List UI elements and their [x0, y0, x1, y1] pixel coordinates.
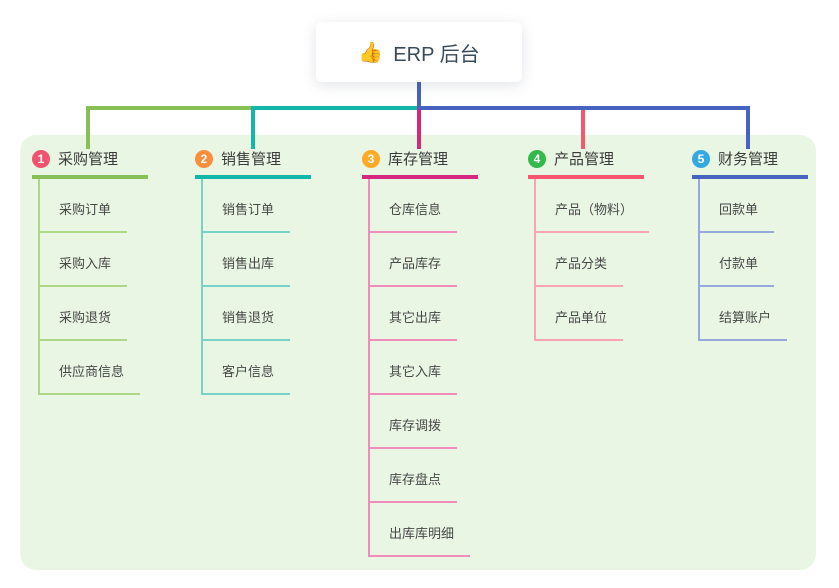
branch-label: 库存管理 [388, 151, 449, 168]
child-node[interactable]: 供应商信息 [40, 341, 141, 395]
child-node[interactable]: 客户信息 [203, 341, 291, 395]
child-node-label: 回款单 [719, 202, 759, 217]
child-node[interactable]: 仓库信息 [370, 179, 458, 233]
branch-node[interactable]: 5 财务管理 [692, 148, 808, 179]
branch-label: 财务管理 [718, 151, 779, 168]
child-node-label: 其它入库 [389, 364, 442, 379]
child-node[interactable]: 库存盘点 [370, 449, 458, 503]
branch-children: 销售订单 销售出库 销售退货 客户信息 [201, 179, 291, 395]
branch: 5 财务管理 回款单 付款单 结算账户 [692, 148, 808, 341]
child-node[interactable]: 付款单 [700, 233, 775, 287]
branch: 4 产品管理 产品（物料） 产品分类 产品单位 [528, 148, 650, 341]
child-node-label: 采购入库 [59, 256, 112, 271]
child-node-label: 产品库存 [389, 256, 442, 271]
root-node-label: ERP 后台 [393, 43, 480, 66]
child-node[interactable]: 采购退货 [40, 287, 128, 341]
branch-children: 产品（物料） 产品分类 产品单位 [534, 179, 650, 341]
child-node[interactable]: 产品库存 [370, 233, 458, 287]
branch-node[interactable]: 2 销售管理 [195, 148, 311, 179]
branch-node[interactable]: 3 库存管理 [362, 148, 478, 179]
child-node[interactable]: 产品（物料） [536, 179, 650, 233]
branch: 1 采购管理 采购订单 采购入库 采购退货 供应商信息 [32, 148, 148, 395]
child-node-label: 产品分类 [555, 256, 608, 271]
child-node-label: 销售订单 [222, 202, 275, 217]
branch-children: 采购订单 采购入库 采购退货 供应商信息 [38, 179, 141, 395]
child-node-label: 仓库信息 [389, 202, 442, 217]
child-node-label: 采购订单 [59, 202, 112, 217]
branch-label: 产品管理 [554, 151, 615, 168]
branch-node[interactable]: 1 采购管理 [32, 148, 148, 179]
branch-number-badge: 1 [32, 149, 50, 168]
branch-node[interactable]: 4 产品管理 [528, 148, 644, 179]
child-node[interactable]: 销售出库 [203, 233, 291, 287]
child-node[interactable]: 采购订单 [40, 179, 128, 233]
branch-number-badge: 5 [692, 149, 710, 168]
branch-number-badge: 3 [362, 149, 380, 168]
branch: 2 销售管理 销售订单 销售出库 销售退货 客户信息 [195, 148, 311, 395]
thumbs-up-icon: 👍 [358, 41, 384, 64]
child-node-label: 库存盘点 [389, 472, 442, 487]
branch-number-badge: 2 [195, 149, 213, 168]
root-node[interactable]: 👍 ERP 后台 [316, 22, 522, 82]
child-node-label: 产品单位 [555, 310, 608, 325]
mindmap-background-panel [20, 135, 816, 570]
child-node-label: 结算账户 [719, 310, 772, 325]
child-node-label: 库存调拨 [389, 418, 442, 433]
child-node[interactable]: 采购入库 [40, 233, 128, 287]
child-node[interactable]: 产品单位 [536, 287, 624, 341]
branch-children: 回款单 付款单 结算账户 [698, 179, 788, 341]
child-node-label: 客户信息 [222, 364, 275, 379]
child-node-label: 产品（物料） [555, 202, 634, 217]
branch-children: 仓库信息 产品库存 其它出库 其它入库 库存调拨 库存盘点 出库库明细 [368, 179, 471, 557]
child-node[interactable]: 库存调拨 [370, 395, 458, 449]
child-node-label: 销售出库 [222, 256, 275, 271]
child-node[interactable]: 销售订单 [203, 179, 291, 233]
child-node[interactable]: 回款单 [700, 179, 775, 233]
child-node-label: 采购退货 [59, 310, 112, 325]
branch-label: 采购管理 [58, 151, 119, 168]
child-node-label: 出库库明细 [389, 526, 455, 541]
child-node[interactable]: 产品分类 [536, 233, 624, 287]
child-node-label: 付款单 [719, 256, 759, 271]
child-node-label: 销售退货 [222, 310, 275, 325]
branch: 3 库存管理 仓库信息 产品库存 其它出库 其它入库 库存调拨 库存盘点 出库库… [362, 148, 478, 557]
branch-number-badge: 4 [528, 149, 546, 168]
child-node-label: 其它出库 [389, 310, 442, 325]
child-node[interactable]: 其它入库 [370, 341, 458, 395]
child-node[interactable]: 其它出库 [370, 287, 458, 341]
child-node[interactable]: 出库库明细 [370, 503, 471, 557]
child-node-label: 供应商信息 [59, 364, 125, 379]
child-node[interactable]: 销售退货 [203, 287, 291, 341]
branch-label: 销售管理 [221, 151, 282, 168]
child-node[interactable]: 结算账户 [700, 287, 788, 341]
